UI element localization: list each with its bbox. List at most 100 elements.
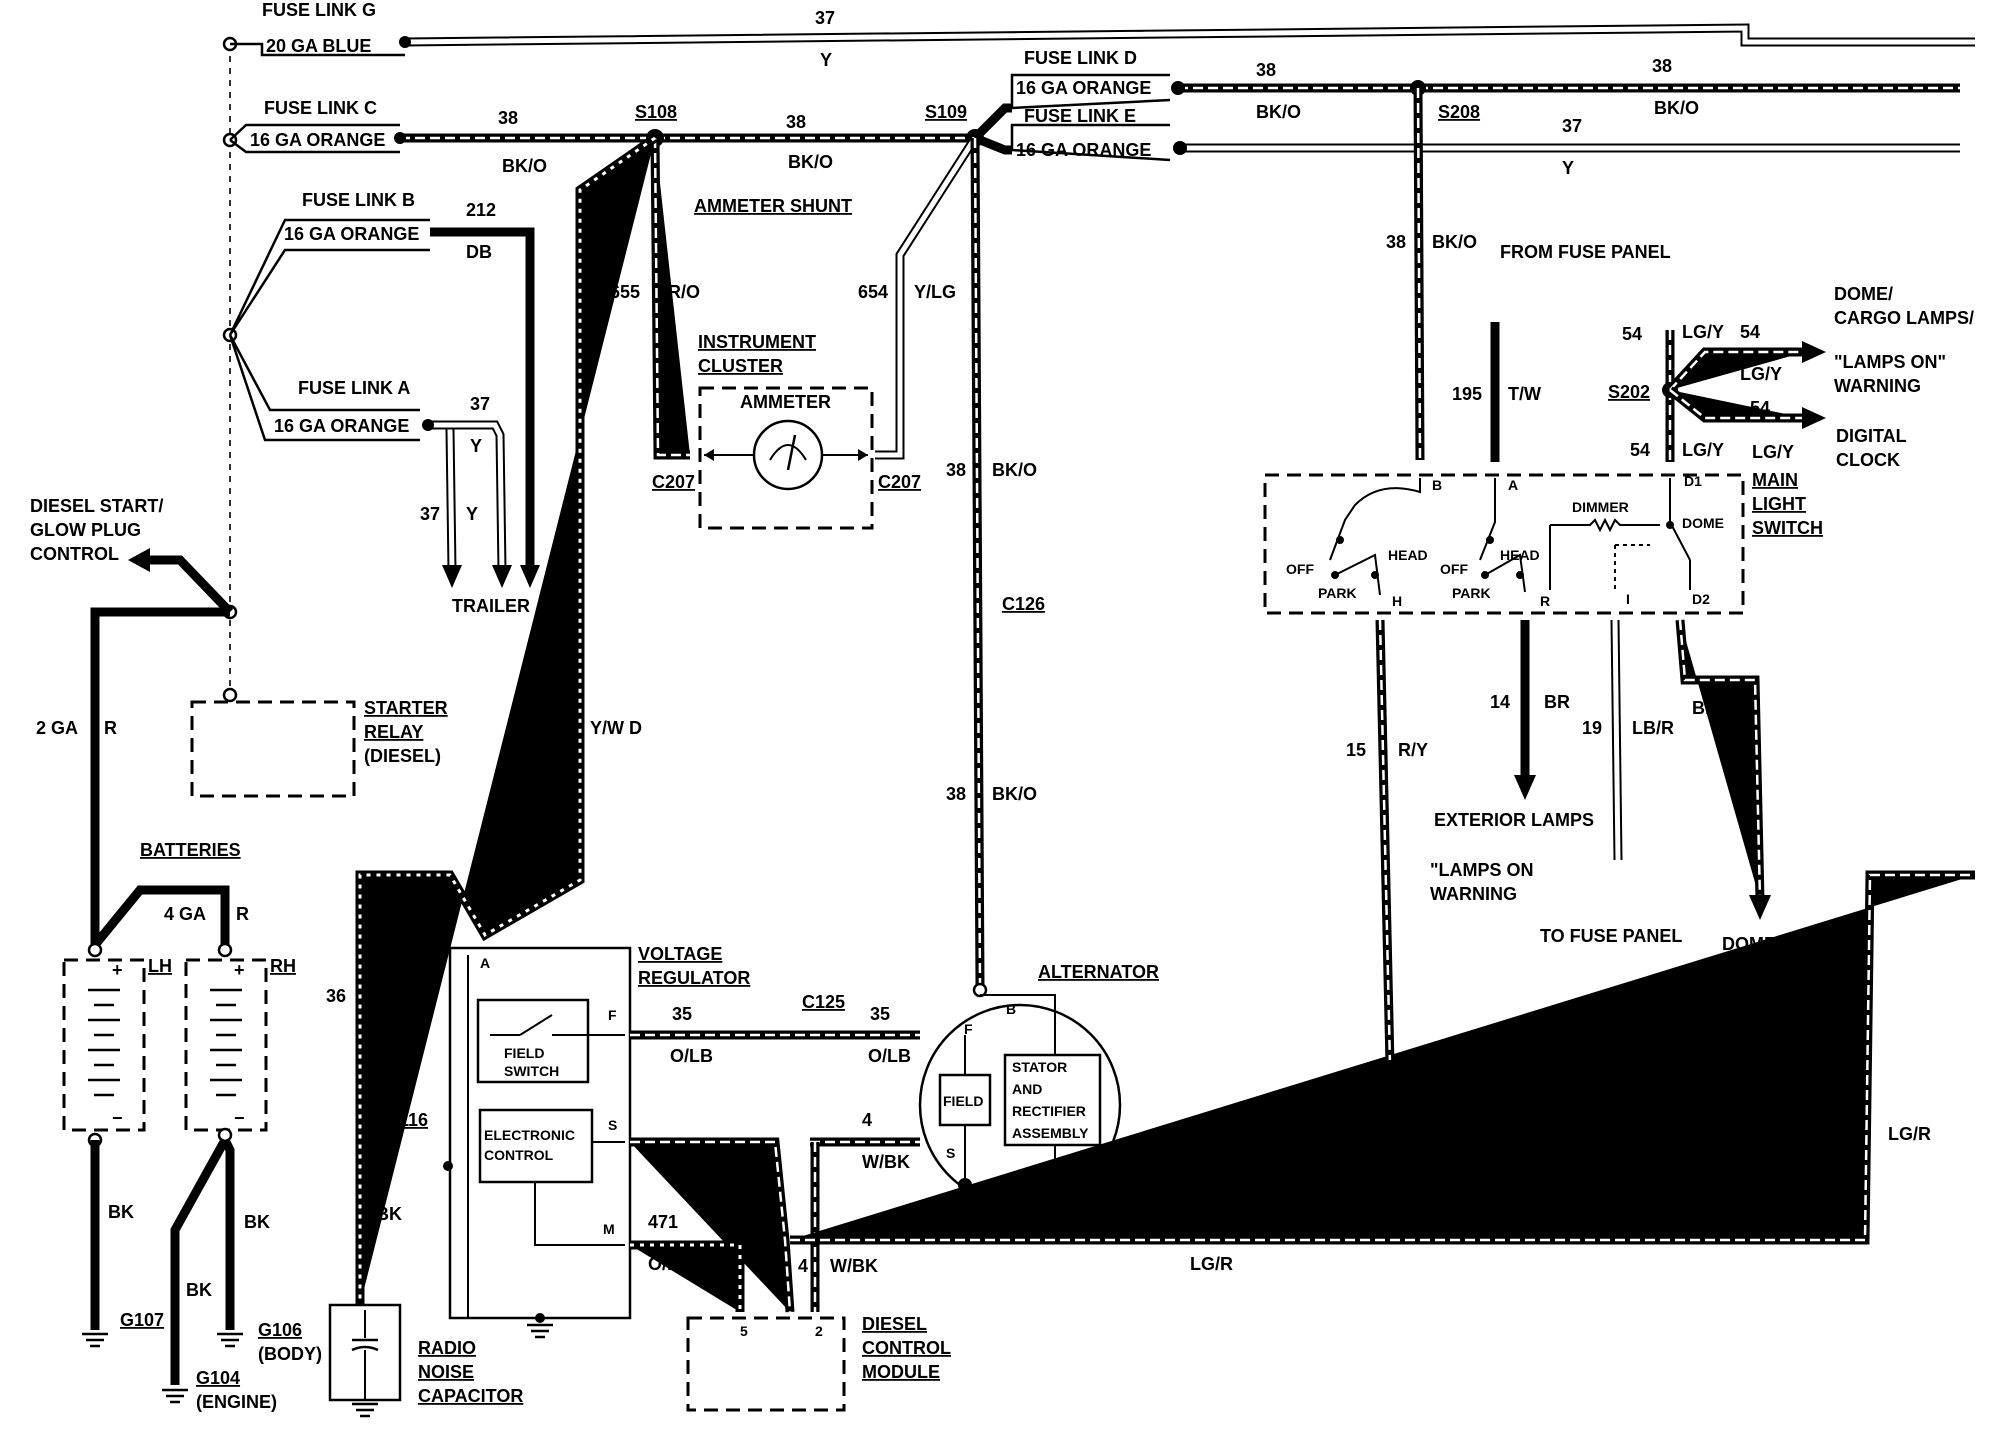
- wire-4-label-1: 4: [862, 1110, 872, 1130]
- from-fuse-panel-label: FROM FUSE PANEL: [1500, 242, 1671, 262]
- lamps-on-1: "LAMPS ON": [1834, 352, 1946, 372]
- wire-olb-label-2: O/LB: [868, 1046, 911, 1066]
- battery-rh: [184, 958, 268, 1132]
- main-light-switch-1: MAIN: [1752, 470, 1798, 490]
- wire-lgr-label-1: LG/R: [1190, 1254, 1233, 1274]
- ground-g106-sub: (BODY): [258, 1344, 322, 1364]
- wire-y-label-3: Y: [470, 436, 482, 456]
- wire-212-label: 212: [466, 200, 496, 220]
- wire-4ga-label: 4 GA: [164, 904, 206, 924]
- dome-bottom-3: LAMPS/: [1722, 982, 1790, 1002]
- wire-54-clock: [1667, 386, 1805, 423]
- connector-c207-left: C207: [652, 472, 695, 492]
- fuse-link-c-label: FUSE LINK C: [264, 98, 377, 118]
- wire-bk-g106: [220, 1137, 235, 1330]
- wire-38-label-1: 38: [498, 108, 518, 128]
- field-switch-2: SWITCH: [504, 1063, 559, 1079]
- off-label-2: OFF: [1440, 561, 1468, 577]
- off-label-1: OFF: [1286, 561, 1314, 577]
- head-label-1: HEAD: [1388, 547, 1428, 563]
- splice-s208-label: S208: [1438, 102, 1480, 122]
- ammeter-gauge: [752, 419, 824, 491]
- park-label-1: PARK: [1318, 585, 1357, 601]
- alternator-circle: [918, 1003, 1122, 1207]
- starter-relay-terminal: [222, 687, 238, 703]
- fuse-link-e-gauge: 16 GA ORANGE: [1016, 140, 1151, 160]
- battery-lh-label: LH: [148, 956, 172, 976]
- wire-54-label-1: 54: [1622, 324, 1642, 344]
- wire-lgy-label-4: LG/Y: [1682, 440, 1724, 460]
- wire-15-ry: [1375, 619, 1395, 1066]
- fuse-link-d-branch: [971, 103, 1012, 142]
- stator-rectifier-box: [1003, 1053, 1102, 1147]
- mls-terminal-d2: D2: [1692, 591, 1710, 607]
- fuse-link-e-label: FUSE LINK E: [1024, 106, 1136, 126]
- wire-2ga-label: 2 GA: [36, 718, 78, 738]
- splice-s108-label: S108: [635, 102, 677, 122]
- voltage-regulator-1: VOLTAGE: [638, 944, 722, 964]
- wire-37-label-3: 37: [470, 394, 490, 414]
- ammeter-label: AMMETER: [740, 392, 831, 412]
- wire-2ga-r: [90, 607, 230, 945]
- wire-lbr-label: LB/R: [1632, 718, 1674, 738]
- wire-904-label-1: 904: [1190, 1212, 1220, 1232]
- fuse-link-b-label: FUSE LINK B: [302, 190, 415, 210]
- wire-lgy-label-2: LG/Y: [1740, 364, 1782, 384]
- electronic-control-box: [478, 1108, 594, 1184]
- wire-bk-label-4: BK: [376, 1204, 402, 1224]
- wire-54-label-3: 54: [1750, 398, 1770, 418]
- diesel-start-left-2: GLOW PLUG: [30, 520, 141, 540]
- stator-3: RECTIFIER: [1012, 1103, 1086, 1119]
- starter-relay-3: (DIESEL): [364, 746, 441, 766]
- dome-cargo-1: DOME/: [1834, 284, 1893, 304]
- fuse-link-a-label: FUSE LINK A: [298, 378, 410, 398]
- wire-471-label: 471: [648, 1212, 678, 1232]
- diesel-start-right-1: DIESEL START/: [1506, 1118, 1639, 1138]
- wire-lgy-label-1: LG/Y: [1682, 322, 1724, 342]
- wire-904-label-2: 904: [1828, 1124, 1858, 1144]
- connector-c207-right: C207: [878, 472, 921, 492]
- lamps-on-bottom-2: WARNING: [1716, 1054, 1803, 1074]
- mls-terminal-r: R: [1540, 593, 1550, 609]
- diesel-start-left-1: DIESEL START/: [30, 496, 163, 516]
- starter-relay-2: RELAY: [364, 722, 423, 742]
- wire-bko-label-7: BK/O: [1432, 232, 1477, 252]
- alt-terminal-f: F: [964, 1021, 973, 1037]
- ground-g104-sub: (ENGINE): [196, 1392, 277, 1412]
- dcm-label-1: DIESEL: [862, 1314, 927, 1334]
- park-label-2: PARK: [1452, 585, 1491, 601]
- wire-bk-label-2: BK: [244, 1212, 270, 1232]
- wire-bko-label-6: BK/O: [992, 784, 1037, 804]
- stator-1: STATOR: [1012, 1059, 1067, 1075]
- lamps-on-warn-1: "LAMPS ON: [1430, 860, 1534, 880]
- wire-212-db: [430, 227, 535, 570]
- wire-olgd-label: O/LG D: [648, 1254, 710, 1274]
- wire-38-label-4: 38: [1652, 56, 1672, 76]
- wire-bko-label-1: BK/O: [502, 156, 547, 176]
- wire-ywd-label-2: Y/W D: [372, 986, 424, 1006]
- dome-bottom-1: DOME/: [1722, 934, 1781, 954]
- wire-bkpk-label: BK/PK: [1692, 698, 1748, 718]
- fuse-link-a-gauge: 16 GA ORANGE: [274, 416, 409, 436]
- wire-y-label: Y: [820, 50, 832, 70]
- wire-bk-g104: [170, 1137, 229, 1385]
- wire-37-label-4: 37: [420, 504, 440, 524]
- wire-lgr-label-2: LG/R: [1888, 1124, 1931, 1144]
- head-label-2: HEAD: [1500, 547, 1540, 563]
- battery-rh-minus: −: [234, 1108, 245, 1128]
- wire-54-label-4: 54: [1630, 440, 1650, 460]
- diesel-start-right-3: CONTROL: [1506, 1166, 1595, 1186]
- lamps-on-bottom-1: "LAMPS ON": [1716, 1030, 1828, 1050]
- stator-4: ASSEMBLY: [1012, 1125, 1089, 1141]
- digital-clock-1: DIGITAL: [1836, 426, 1907, 446]
- wire-wbk-label-1: W/BK: [862, 1152, 910, 1172]
- wire-37-y-trailer-2: [428, 420, 507, 571]
- wire-r-label-2: R: [236, 904, 249, 924]
- ground-symbol-g107: [82, 1332, 108, 1348]
- starter-relay-box: [190, 700, 356, 798]
- radio-noise-1: RADIO: [418, 1338, 476, 1358]
- wire-38-label-3: 38: [1256, 60, 1276, 80]
- wire-y-label-4: Y: [466, 504, 478, 524]
- fuse-link-g-label: FUSE LINK G: [262, 0, 376, 20]
